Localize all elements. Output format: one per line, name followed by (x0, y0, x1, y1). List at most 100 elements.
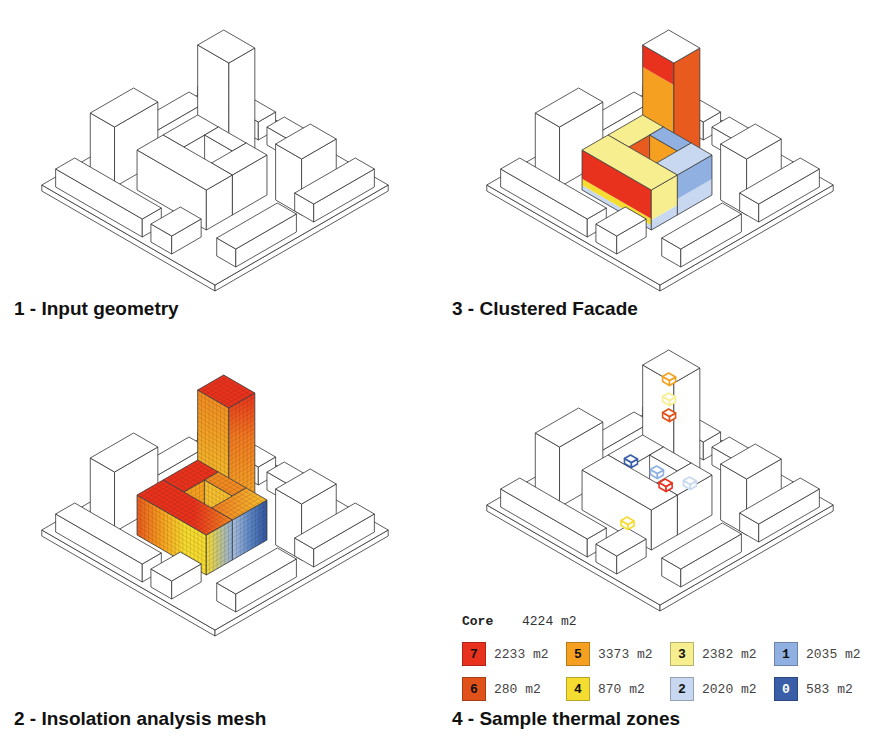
legend-text: 2382 m2 (702, 647, 757, 662)
face-fill (90, 88, 158, 127)
face-edge (56, 503, 162, 564)
legend-swatch: 4 (566, 677, 590, 701)
face-fill (582, 455, 677, 510)
thermal-zone (659, 479, 672, 487)
face-edge (582, 135, 677, 190)
legend-text: 2035 m2 (806, 647, 861, 662)
face-edge (596, 527, 646, 556)
thermal-zone (621, 517, 634, 525)
cluster-number: 7 (470, 647, 478, 662)
face-fill (151, 552, 201, 581)
input-geometry-view (42, 30, 388, 291)
cluster-number: 6 (470, 682, 478, 697)
face-fill (276, 124, 337, 159)
face-edge (643, 350, 700, 383)
cluster-number: 3 (678, 647, 686, 662)
legend-item: 3 2382 m2 (670, 642, 757, 666)
clustered-facade-view (487, 30, 833, 291)
face-fill (90, 433, 158, 472)
face-edge (90, 433, 158, 472)
face-edge (535, 408, 603, 447)
face-edge (721, 444, 782, 479)
face-edge (501, 478, 607, 539)
face-fill (151, 207, 201, 236)
face-fill (56, 158, 162, 219)
face-fill (137, 135, 232, 190)
face-color (198, 375, 255, 408)
cluster-number: 4 (574, 682, 582, 697)
thermal-zone (683, 477, 696, 485)
face-fill (721, 444, 782, 479)
panel-caption: 4 - Sample thermal zones (452, 708, 680, 731)
face-fill (295, 503, 375, 549)
legend-text: 3373 m2 (598, 647, 653, 662)
face-fill (501, 478, 607, 539)
face-edge (198, 375, 255, 408)
face-fill (662, 523, 742, 569)
face-fill (217, 203, 297, 249)
legend-swatch: 6 (462, 677, 486, 701)
cluster-number: 5 (574, 647, 582, 662)
face-fill (198, 30, 255, 63)
legend-swatch: 5 (566, 642, 590, 666)
insolation-mesh-view (42, 375, 388, 636)
legend-text: 280 m2 (494, 682, 541, 697)
face-edge (662, 203, 742, 249)
face-edge (295, 158, 375, 204)
face-edge (643, 30, 700, 63)
panel-caption: 2 - Insolation analysis mesh (14, 708, 266, 731)
face-edge (137, 135, 232, 190)
face-fill (295, 158, 375, 204)
face-fill (740, 478, 820, 524)
legend-swatch: 1 (774, 642, 798, 666)
legend-item: 5 3373 m2 (566, 642, 653, 666)
face-fill (721, 124, 782, 159)
thermal-zones-view (487, 350, 833, 611)
face-fill (137, 480, 232, 535)
face-edge (151, 207, 201, 236)
face-edge (657, 463, 712, 495)
thermal-zone (624, 455, 637, 463)
legend-swatch: 3 (670, 642, 694, 666)
face-edge (662, 523, 742, 569)
face-edge (582, 455, 677, 510)
face-color (582, 135, 677, 190)
cluster-number: 2 (678, 682, 686, 697)
area-value: 4224 m2 (522, 614, 577, 630)
face-fill (582, 135, 677, 190)
face-edge (740, 478, 820, 524)
face-edge (295, 503, 375, 549)
legend-heading: Core (462, 614, 493, 630)
face-edge (198, 30, 255, 63)
analysis-mesh (140, 482, 231, 534)
legend-item: 2 2020 m2 (670, 677, 757, 701)
face-edge (740, 158, 820, 204)
face-fill (643, 30, 700, 63)
legend-item: 6 280 m2 (462, 677, 541, 701)
face-fill (643, 350, 700, 383)
legend-swatch: 7 (462, 642, 486, 666)
legend-item: 7 2233 m2 (462, 642, 549, 666)
face-fill (596, 207, 646, 236)
face-edge (535, 88, 603, 127)
face-fill (662, 203, 742, 249)
face-edge (137, 480, 232, 535)
face-color (643, 30, 700, 63)
legend-swatch: 2 (670, 677, 694, 701)
face-fill (657, 463, 712, 495)
legend-text: 2233 m2 (494, 647, 549, 662)
legend-text: 870 m2 (598, 682, 645, 697)
face-edge (501, 158, 607, 219)
face-fill (56, 503, 162, 564)
face-fill (535, 408, 603, 447)
legend-item: 4 870 m2 (566, 677, 645, 701)
legend-item: 1 2035 m2 (774, 642, 861, 666)
legend-text: 2020 m2 (702, 682, 757, 697)
thermal-zone (650, 466, 663, 474)
legend-text: 583 m2 (806, 682, 853, 697)
thermal-zone (663, 373, 676, 381)
face-edge (276, 124, 337, 159)
face-edge (721, 124, 782, 159)
